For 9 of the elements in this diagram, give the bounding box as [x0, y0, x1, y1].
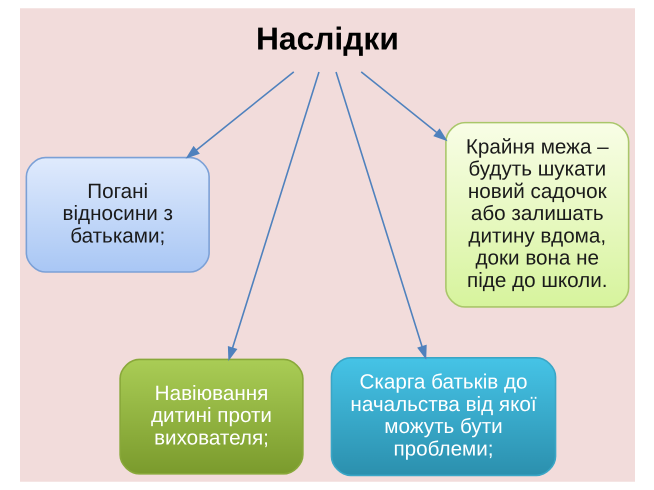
node-box: Крайня межа – будуть шукати новий садочок або залишать дитину вдома, доки вона не піде до школи. [444, 122, 629, 308]
node-box: Навіювання дитині проти вихователя; [118, 358, 304, 475]
arrow [227, 72, 320, 362]
arrow [334, 72, 426, 360]
arrow [360, 71, 448, 142]
node-box: Скарга батьків до начальства від якої можуть бути проблеми; [330, 357, 556, 476]
node-box: Погані відносини з батьками; [25, 156, 210, 273]
arrow [185, 71, 294, 159]
node-text: Наслідки [255, 20, 398, 57]
